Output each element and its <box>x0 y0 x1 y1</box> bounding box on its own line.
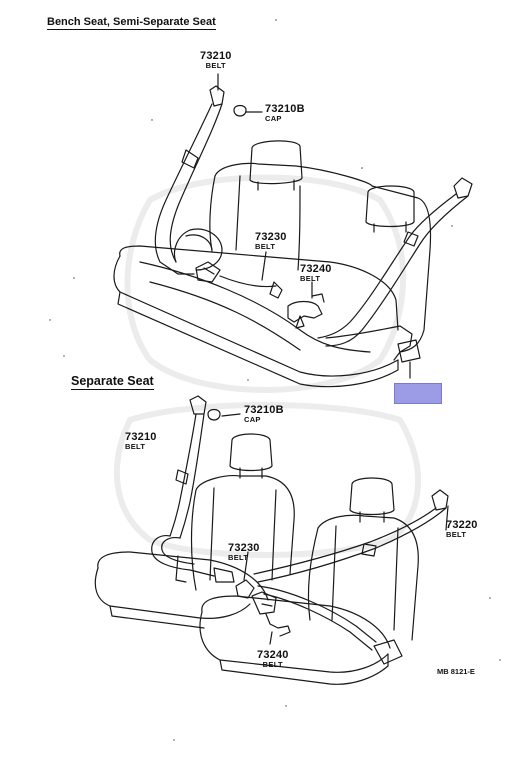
bench-headrest-right <box>365 185 415 228</box>
bench-headrest-left <box>249 140 303 185</box>
part-number: 73230 <box>255 231 287 243</box>
bench-belt-73220 <box>453 177 473 199</box>
part-label: BELT <box>205 61 226 70</box>
part-label: BELT <box>228 553 249 562</box>
part-number: 73210 <box>200 50 232 62</box>
diagram-reference-code: MB 8121-E <box>437 667 475 676</box>
part-number: 73220 <box>446 519 478 531</box>
separate-seats <box>94 395 449 685</box>
bench-seat <box>113 73 473 388</box>
section-title-separate-seat: Separate Seat <box>71 374 154 390</box>
bench-center-belt-73240 <box>287 300 323 323</box>
part-label: CAP <box>265 114 282 123</box>
callout-73240-belt-separate: 73240 BELT <box>257 650 289 669</box>
bench-cap-73210b <box>233 104 247 117</box>
callout-73240-belt-bench: 73240 BELT <box>300 264 332 283</box>
sep-cap-73210b <box>207 408 221 421</box>
part-label: BELT <box>262 660 283 669</box>
sep-center-belt-73240 <box>251 591 277 615</box>
part-number: 73210B <box>244 404 284 416</box>
part-number: 73240 <box>257 649 289 661</box>
callout-73210-belt-bench: 73210 BELT <box>200 51 232 70</box>
sep-belt-73210 <box>189 395 207 415</box>
part-label: BELT <box>255 242 276 251</box>
sep-buckle-73230 <box>235 579 255 599</box>
sep-belt-73220 <box>431 489 449 511</box>
callout-73230-belt-separate: 73230 BELT <box>228 543 260 562</box>
part-number: 73230 <box>228 542 260 554</box>
part-number: 73210B <box>265 103 305 115</box>
sep-headrest-right <box>349 477 395 516</box>
bench-retractor <box>397 339 421 363</box>
part-label: BELT <box>125 442 146 451</box>
callout-73210b-cap-separate: 73210B CAP <box>244 405 284 424</box>
sep-retractor <box>373 639 403 665</box>
part-label: CAP <box>244 415 261 424</box>
redaction-highlight-box <box>394 383 442 404</box>
section-title-bench-seat: Bench Seat, Semi-Separate Seat <box>47 16 216 30</box>
watermark-crest <box>113 174 422 558</box>
callout-73210-belt-separate: 73210 BELT <box>125 432 157 451</box>
callout-73210b-cap-bench: 73210B CAP <box>265 104 305 123</box>
callout-73220-belt-separate: 73220 BELT <box>446 520 478 539</box>
bench-belt-73210 <box>209 85 225 107</box>
scan-specks <box>49 19 501 741</box>
part-label: BELT <box>300 274 321 283</box>
callout-73230-belt-bench: 73230 BELT <box>255 232 287 251</box>
part-number: 73240 <box>300 263 332 275</box>
sep-headrest-left <box>229 433 273 472</box>
part-label: BELT <box>446 530 467 539</box>
bench-buckle-73230 <box>195 261 221 283</box>
part-number: 73210 <box>125 431 157 443</box>
